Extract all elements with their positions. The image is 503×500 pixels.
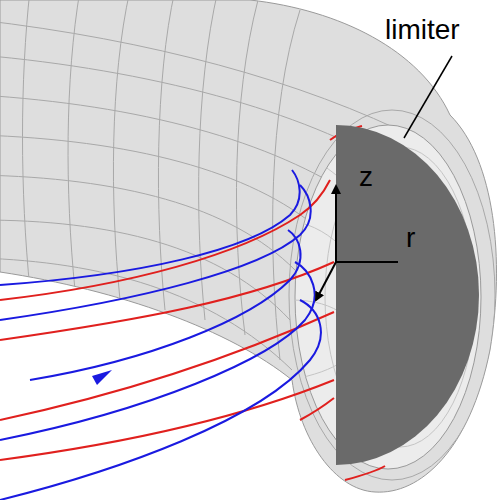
axis-label: z [359, 163, 373, 191]
axis-label: r [406, 224, 415, 252]
axes [316, 186, 398, 300]
leader-line [404, 56, 452, 138]
tube-opening [295, 125, 481, 469]
field-lines [0, 170, 334, 500]
part-label: limiter [385, 16, 460, 44]
torus-surface [0, 0, 497, 492]
limiter-plate [336, 125, 479, 465]
